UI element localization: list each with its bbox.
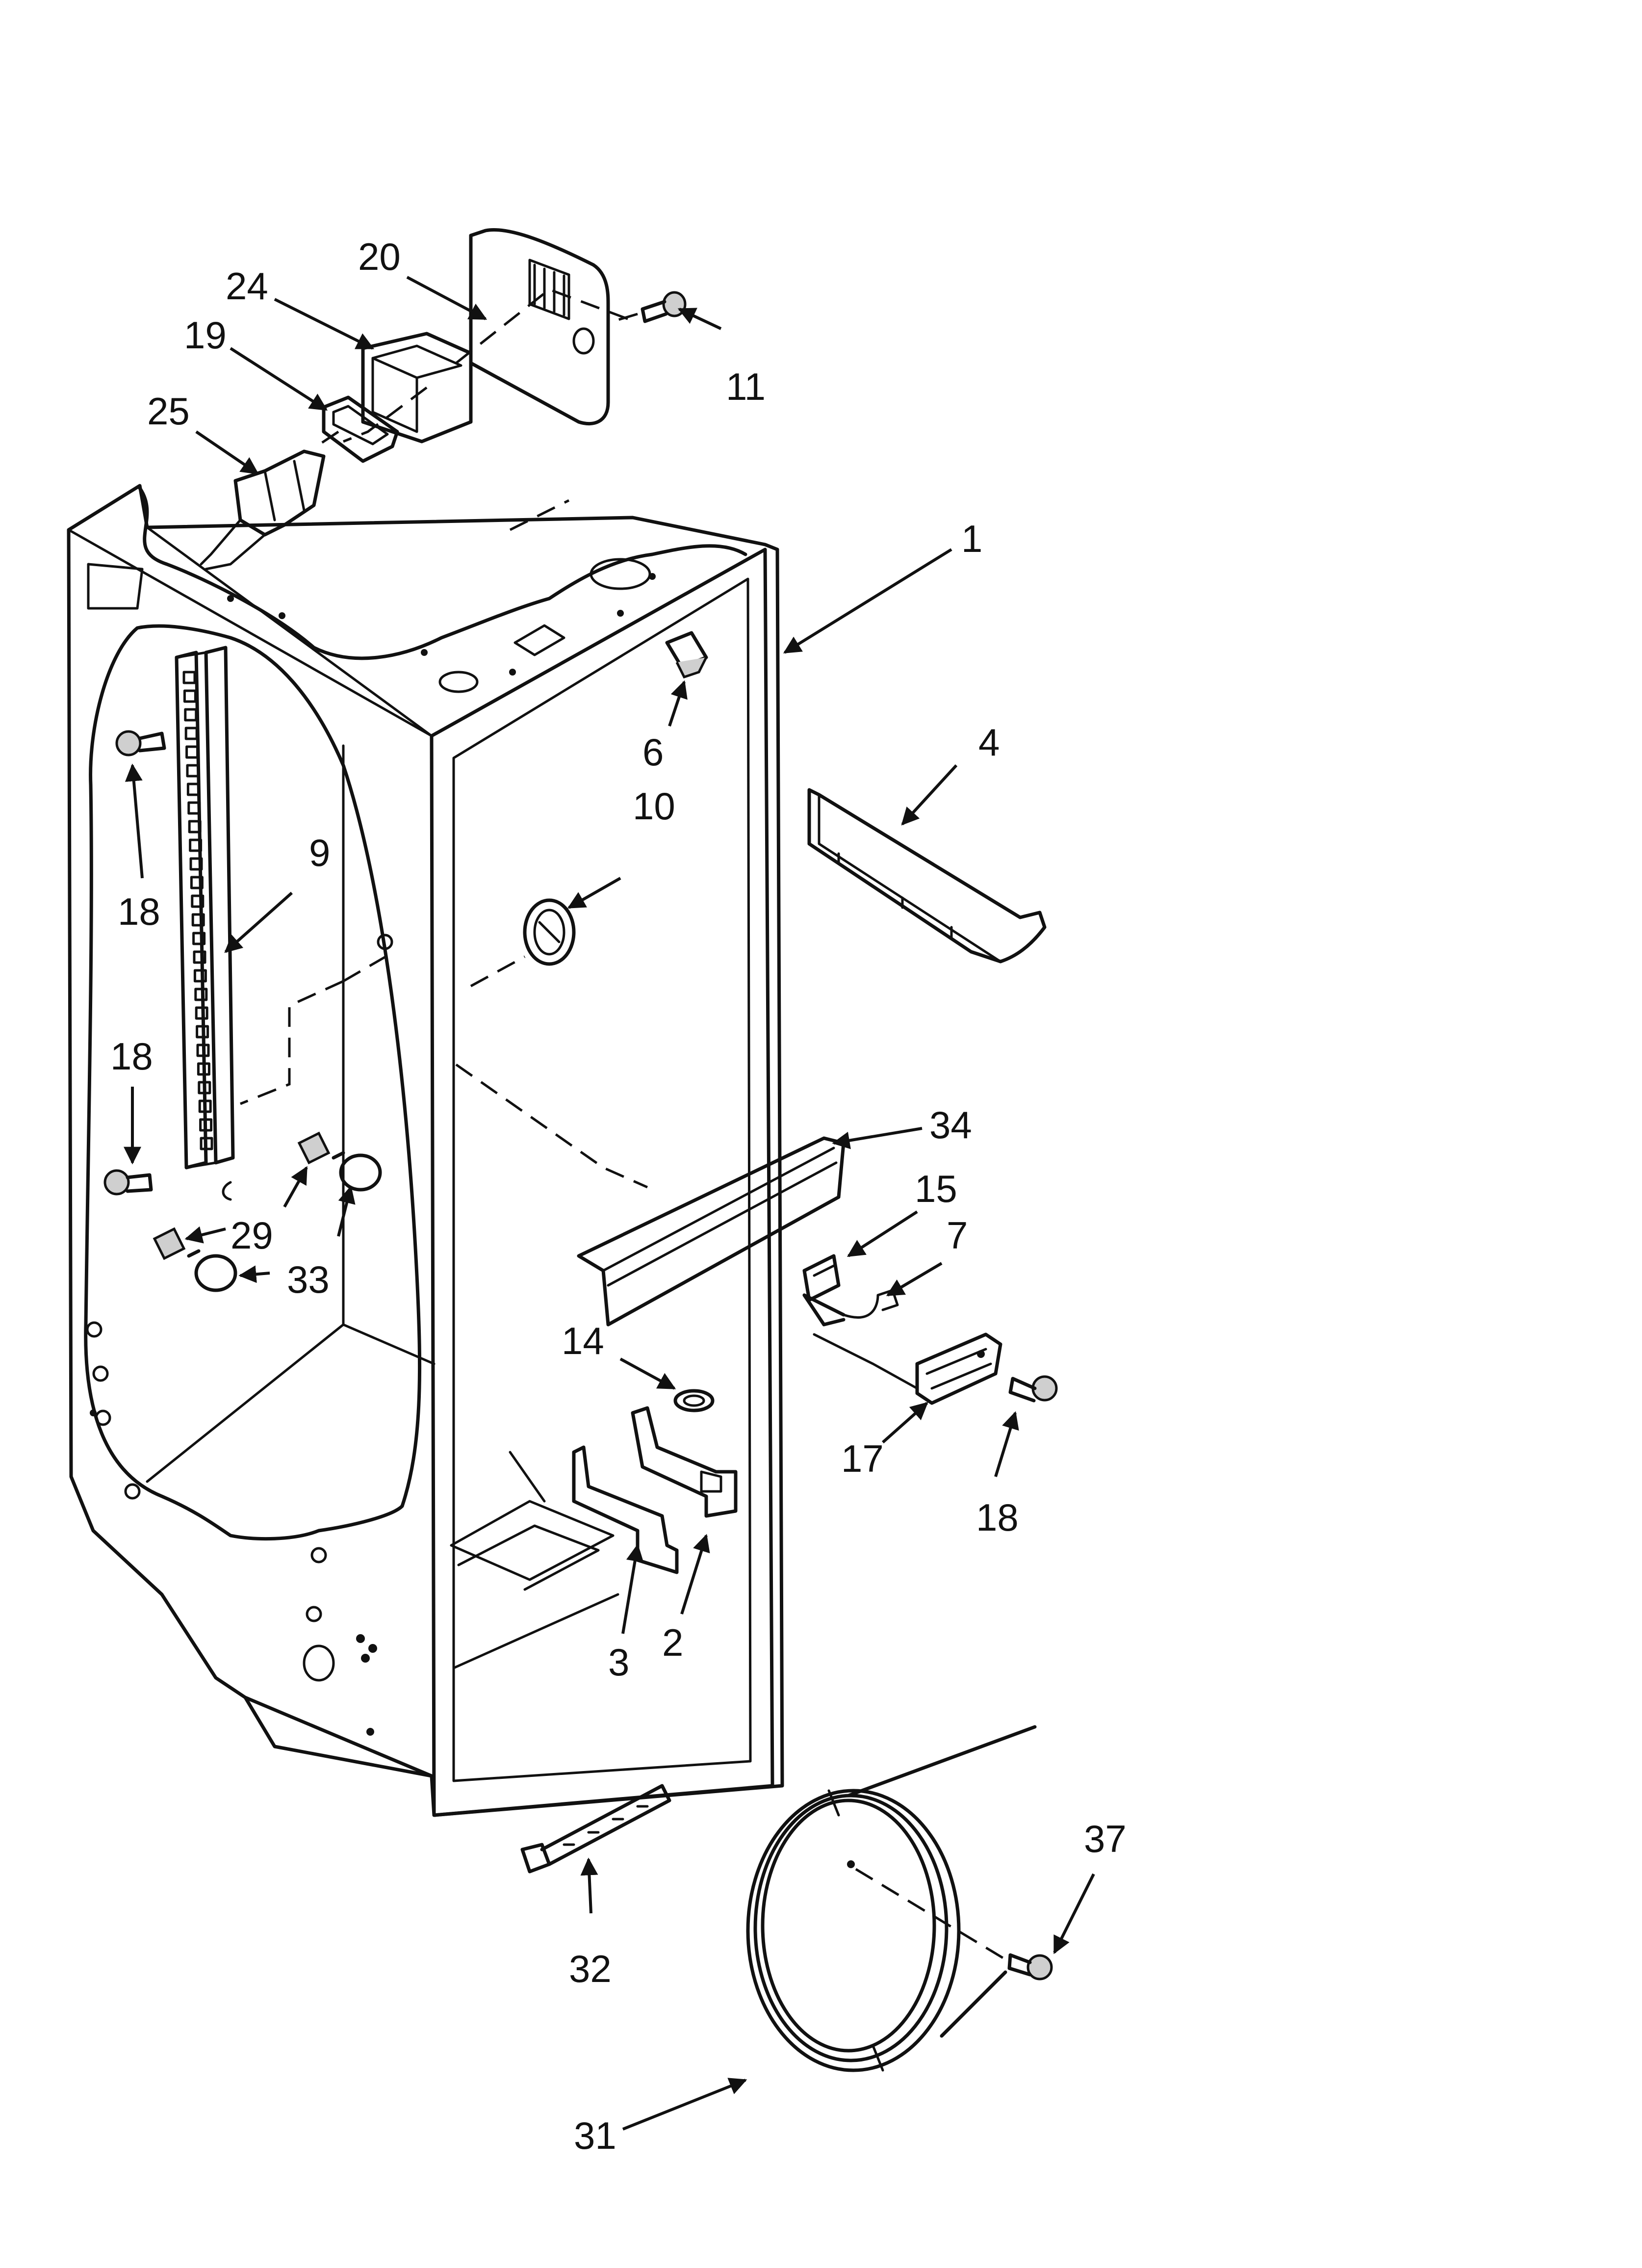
- screw-37: [1007, 1953, 1053, 1981]
- cable-tie: [520, 1784, 671, 1874]
- callout-18a: 18: [118, 890, 160, 933]
- rail-slot: [196, 1043, 210, 1057]
- rail-slot: [191, 913, 205, 927]
- drain-grommet: [523, 898, 576, 966]
- callout-4: 4: [978, 721, 1000, 764]
- water-tubing-coil: [746, 1725, 1037, 2072]
- rail-slot: [186, 782, 200, 796]
- callout-37: 37: [1084, 1817, 1127, 1860]
- rail-slot: [188, 820, 202, 834]
- wire-harness: [802, 1289, 919, 1390]
- rail-slot: [186, 764, 200, 778]
- rail-slot: [196, 1025, 209, 1039]
- gasket-ring: [322, 395, 399, 463]
- callout-labels: 1 4 6 10 9 18 18 34 15 7 14 17 18 2 3 29…: [110, 235, 1127, 2157]
- callout-11: 11: [726, 365, 766, 408]
- callout-18c: 18: [976, 1496, 1019, 1539]
- callout-32: 32: [569, 1947, 612, 1990]
- rail-slot: [182, 671, 196, 684]
- rail-slot: [185, 745, 199, 759]
- callout-25: 25: [147, 390, 190, 433]
- callout-14: 14: [562, 1319, 604, 1362]
- rail-slot: [192, 932, 206, 945]
- mounting-bracket-2: [631, 1406, 738, 1518]
- light-bulb-lower: [187, 1249, 237, 1292]
- shelf-ladder-rail: [175, 646, 235, 1170]
- light-socket-upper: [297, 1131, 331, 1165]
- thermistor-clip: [802, 1254, 841, 1302]
- screw-18-top: [115, 730, 166, 756]
- callout-7: 7: [947, 1214, 968, 1257]
- rail-slot: [200, 1137, 213, 1150]
- cross-bar-trim: [577, 1136, 846, 1327]
- rail-slot: [198, 1099, 212, 1113]
- rail-slot: [193, 969, 207, 983]
- rail-slot: [190, 876, 204, 889]
- callout-18b: 18: [110, 1035, 153, 1078]
- mounting-bracket-3: [572, 1445, 679, 1574]
- callout-15: 15: [915, 1167, 957, 1210]
- rail-slot: [195, 1006, 208, 1020]
- light-shield-cover: [469, 228, 610, 426]
- rail-slot: [189, 857, 203, 871]
- callout-19: 19: [184, 313, 227, 357]
- rail-slot: [183, 689, 197, 703]
- grommet-small: [673, 1389, 715, 1412]
- callout-2: 2: [662, 1621, 683, 1664]
- rail-slot: [197, 1062, 210, 1076]
- callout-1: 1: [961, 517, 982, 560]
- light-socket-lower: [153, 1227, 186, 1260]
- assembly-dash-lines: [240, 288, 1011, 1964]
- door-switch: [665, 631, 708, 679]
- rail-slot: [189, 838, 203, 852]
- rail-slot: [199, 1118, 213, 1132]
- callout-33: 33: [287, 1258, 330, 1301]
- callout-10: 10: [633, 784, 675, 828]
- clip-c: [222, 1181, 232, 1201]
- rail-slot: [191, 894, 205, 908]
- screw-18-mid: [103, 1169, 153, 1196]
- callout-17: 17: [841, 1437, 884, 1480]
- leader-lines: [124, 276, 1095, 2131]
- cabinet-liner: [67, 484, 784, 1817]
- rail-slot: [193, 950, 206, 964]
- callout-3: 3: [608, 1641, 629, 1684]
- callout-24: 24: [226, 264, 268, 308]
- rail-slot: [198, 1081, 211, 1095]
- rail-slot: [184, 727, 198, 740]
- callout-29: 29: [231, 1214, 273, 1257]
- screw-11: [641, 291, 687, 323]
- callout-6: 6: [642, 730, 664, 774]
- light-socket-assembly: [200, 449, 326, 571]
- callout-34: 34: [929, 1103, 972, 1147]
- rail-slot: [184, 708, 198, 722]
- rail-slot: [194, 988, 208, 1001]
- light-bulb-upper: [332, 1151, 382, 1192]
- callout-9: 9: [309, 831, 330, 874]
- trim-channel: [807, 788, 1047, 964]
- callout-20: 20: [358, 235, 401, 278]
- control-module: [915, 1332, 1002, 1405]
- callout-31: 31: [574, 2114, 616, 2157]
- screw-18-right: [1008, 1375, 1058, 1403]
- rail-slot: [187, 801, 201, 815]
- light-housing: [361, 332, 473, 443]
